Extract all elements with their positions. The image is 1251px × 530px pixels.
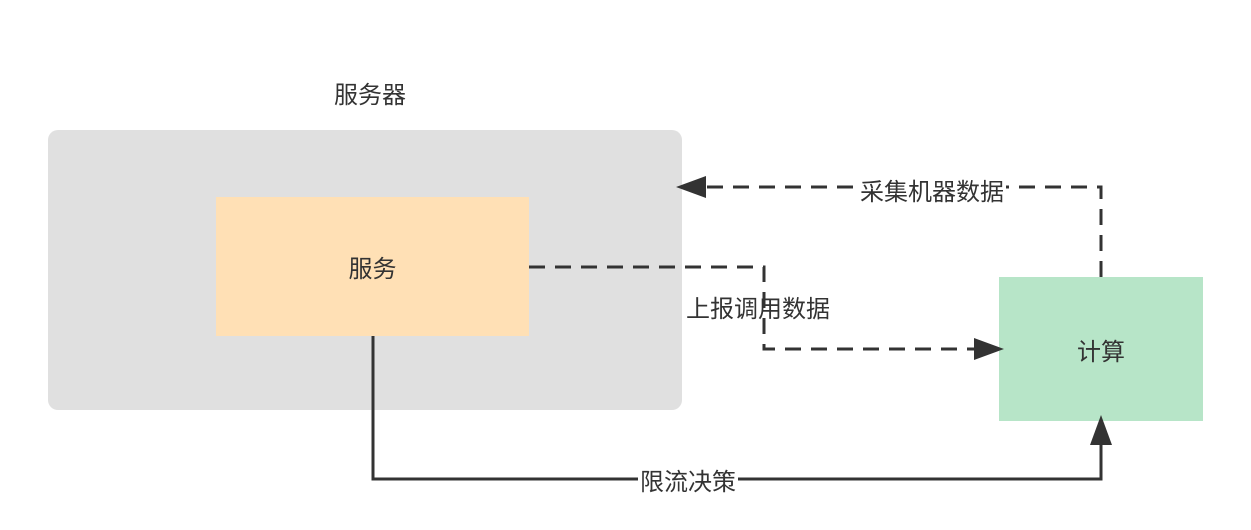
compute-node[interactable]: 计算 — [999, 277, 1203, 421]
edge-label-rate-limit-decision: 限流决策 — [638, 467, 738, 497]
edge-label-collect-machine-data: 采集机器数据 — [858, 177, 1006, 207]
service-node-label: 服务 — [348, 255, 397, 283]
edge-report-call-data[interactable] — [529, 265, 1004, 360]
server-group-title: 服务器 — [334, 81, 406, 109]
arrow-up-icon — [1090, 415, 1112, 445]
arrow-left-icon — [676, 176, 706, 198]
arrow-right-icon — [974, 338, 1004, 360]
compute-node-label: 计算 — [1077, 337, 1125, 366]
edge-label-report-call-data: 上报调用数据 — [686, 295, 830, 323]
edge-collect-machine-data[interactable] — [676, 176, 1103, 277]
service-node[interactable]: 服务 — [216, 197, 529, 336]
edge-rate-limit-decision[interactable] — [371, 336, 1112, 481]
